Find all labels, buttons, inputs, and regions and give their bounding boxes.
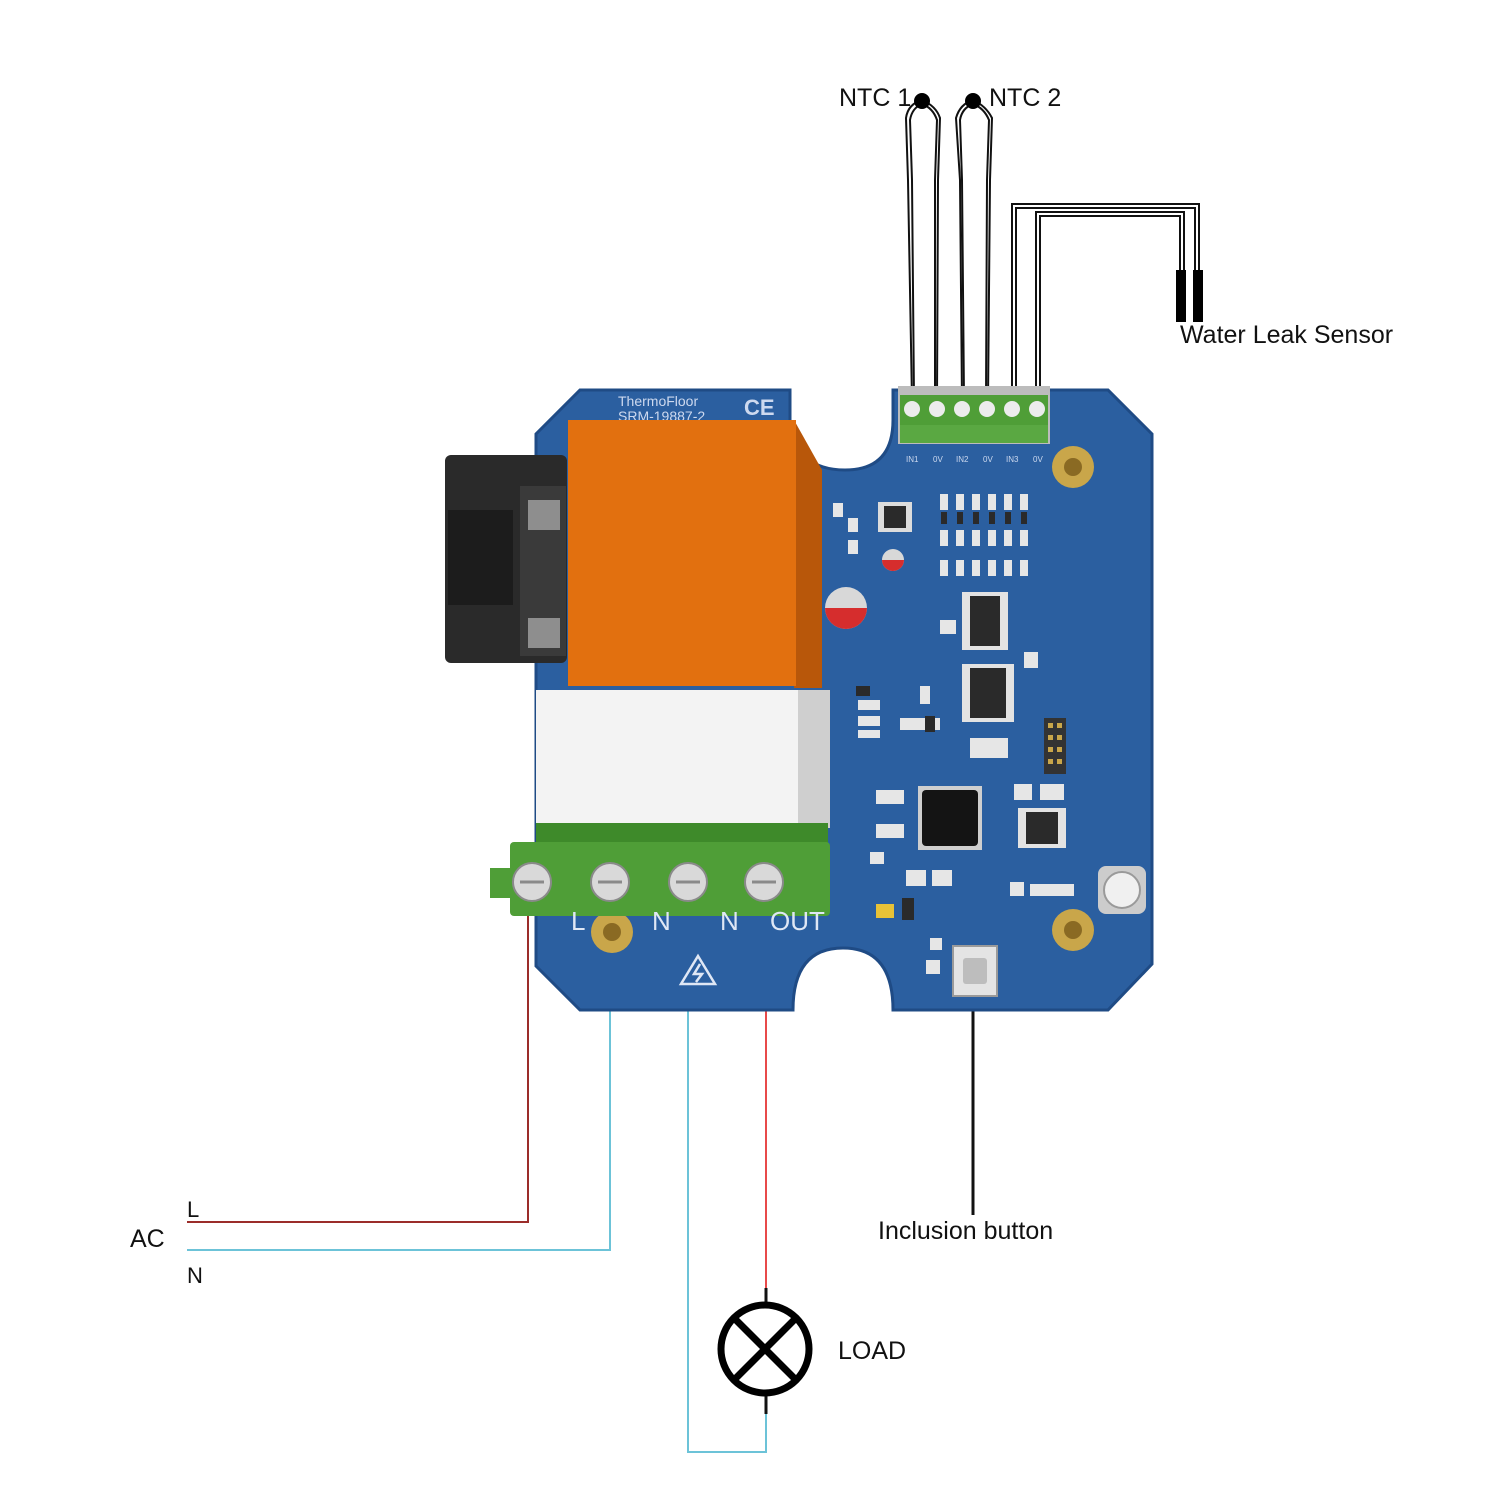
ntc1-probe-icon bbox=[914, 93, 930, 109]
pcb-board: ThermoFloor SRM-19887-2 CE bbox=[445, 386, 1154, 1012]
terminal-label-l: L bbox=[571, 906, 585, 936]
sensor-pin-0v-2: 0V bbox=[983, 455, 993, 464]
sensor-pin-in1: IN1 bbox=[906, 455, 919, 464]
ntc-wiring bbox=[904, 99, 994, 401]
ac-label: AC bbox=[130, 1225, 165, 1253]
ac-n-label: N bbox=[187, 1263, 203, 1288]
relay-component bbox=[568, 420, 822, 688]
neutral-wire-ac bbox=[187, 912, 611, 1251]
sensor-pin-0v-3: 0V bbox=[1033, 455, 1043, 464]
neutral-wire-load bbox=[687, 912, 767, 1453]
ce-mark: CE bbox=[744, 395, 775, 420]
inductor-block bbox=[445, 455, 567, 663]
sensor-pin-labels: IN1 0V IN2 0V IN3 0V bbox=[906, 455, 1043, 464]
inclusion-button[interactable] bbox=[952, 945, 998, 997]
terminal-screws bbox=[512, 862, 784, 902]
ntc2-probe-icon bbox=[965, 93, 981, 109]
inclusion-button-label: Inclusion button bbox=[878, 1217, 1054, 1245]
load-label: LOAD bbox=[838, 1337, 907, 1365]
terminal-label-n1: N bbox=[652, 906, 671, 936]
ac-l-label: L bbox=[187, 1197, 200, 1222]
ntc2-label: NTC 2 bbox=[989, 84, 1062, 112]
sensor-pin-in2: IN2 bbox=[956, 455, 969, 464]
water-leak-sensor-label: Water Leak Sensor bbox=[1180, 321, 1394, 349]
smd-components bbox=[825, 494, 1146, 974]
water-leak-wiring bbox=[1011, 203, 1200, 400]
load-lamp-icon bbox=[717, 1301, 813, 1397]
sensor-terminal-block bbox=[898, 386, 1050, 444]
ntc1-label: NTC 1 bbox=[839, 84, 912, 112]
high-voltage-warning-icon bbox=[678, 953, 718, 986]
live-wire bbox=[187, 912, 529, 1223]
board-brand: ThermoFloor bbox=[618, 393, 698, 409]
water-leak-sensor-icon bbox=[1176, 270, 1203, 322]
power-terminal-block bbox=[490, 823, 830, 916]
terminal-label-out: OUT bbox=[770, 906, 825, 936]
terminal-label-n2: N bbox=[720, 906, 739, 936]
mounting-holes bbox=[591, 446, 1094, 953]
sensor-pin-0v-1: 0V bbox=[933, 455, 943, 464]
sensor-pin-in3: IN3 bbox=[1006, 455, 1019, 464]
white-capacitor bbox=[536, 690, 830, 828]
